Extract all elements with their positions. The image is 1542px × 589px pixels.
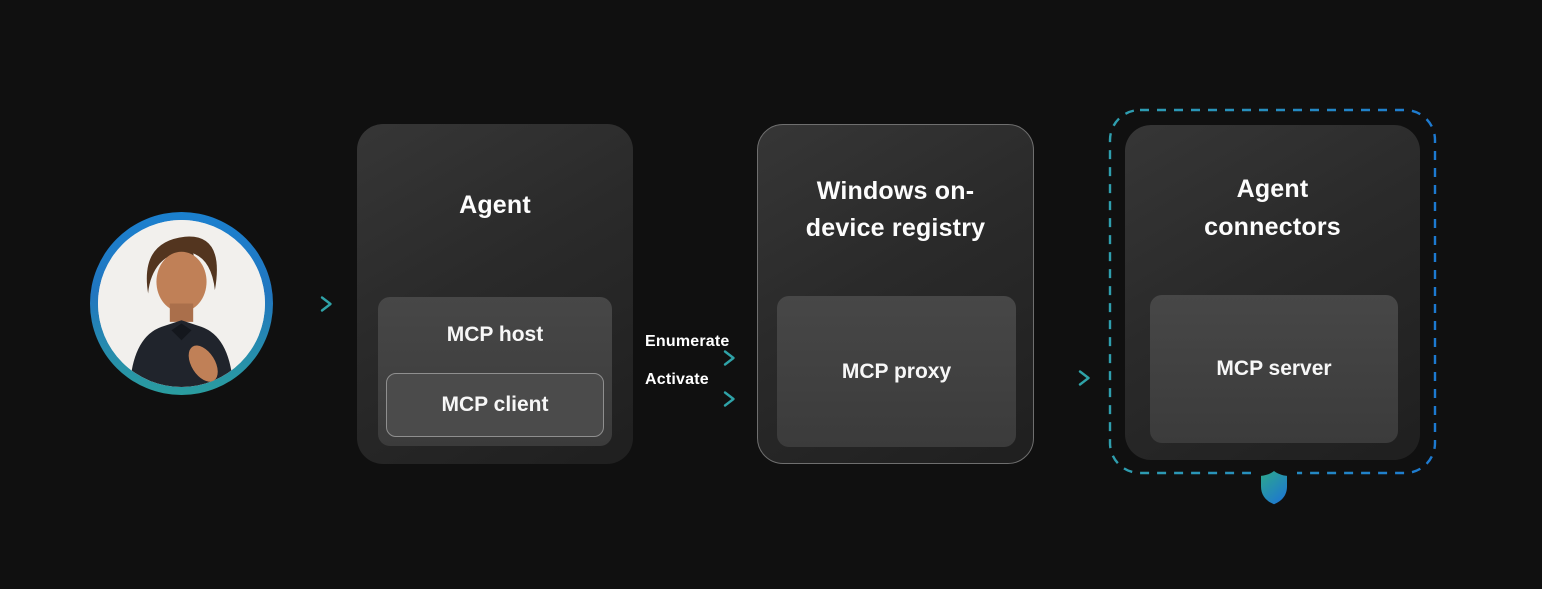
- mcp-host-box: MCP host MCP client: [378, 297, 612, 446]
- arrow-registry-to-connectors: [1043, 369, 1097, 387]
- mcp-client-label: MCP client: [441, 393, 549, 416]
- agent-connectors-title: Agent connectors: [1125, 170, 1420, 246]
- activate-label: Activate: [645, 371, 709, 388]
- registry-title: Windows on- device registry: [758, 173, 1033, 247]
- mcp-proxy-box: MCP proxy: [777, 296, 1016, 447]
- agent-connectors-title-line1: Agent: [1236, 175, 1309, 203]
- mcp-server-box: MCP server: [1150, 295, 1398, 443]
- mcp-host-label: MCP host: [446, 323, 544, 346]
- mcp-server-label: MCP server: [1216, 357, 1332, 380]
- registry-box: Windows on- device registry MCP proxy: [757, 124, 1034, 464]
- agent-title: Agent: [459, 191, 531, 219]
- user-avatar: [90, 212, 273, 395]
- agent-box: Agent MCP host MCP client: [357, 124, 633, 464]
- shield-icon: [1251, 466, 1297, 510]
- enumerate-arrow: [644, 349, 744, 367]
- arrow-user-to-agent: [285, 295, 339, 313]
- agent-connectors-boundary: [1108, 108, 1438, 481]
- registry-title-line2: device registry: [805, 214, 986, 242]
- activate-arrow: [644, 390, 744, 408]
- registry-title-line1: Windows on-: [816, 177, 975, 205]
- enumerate-label: Enumerate: [645, 333, 730, 350]
- agent-connectors-title-line2: connectors: [1204, 213, 1341, 241]
- user-photo-icon: [98, 220, 265, 387]
- mcp-client-box: MCP client: [386, 373, 604, 437]
- agent-connectors-box: Agent connectors MCP server: [1125, 125, 1420, 460]
- mcp-proxy-label: MCP proxy: [841, 359, 952, 383]
